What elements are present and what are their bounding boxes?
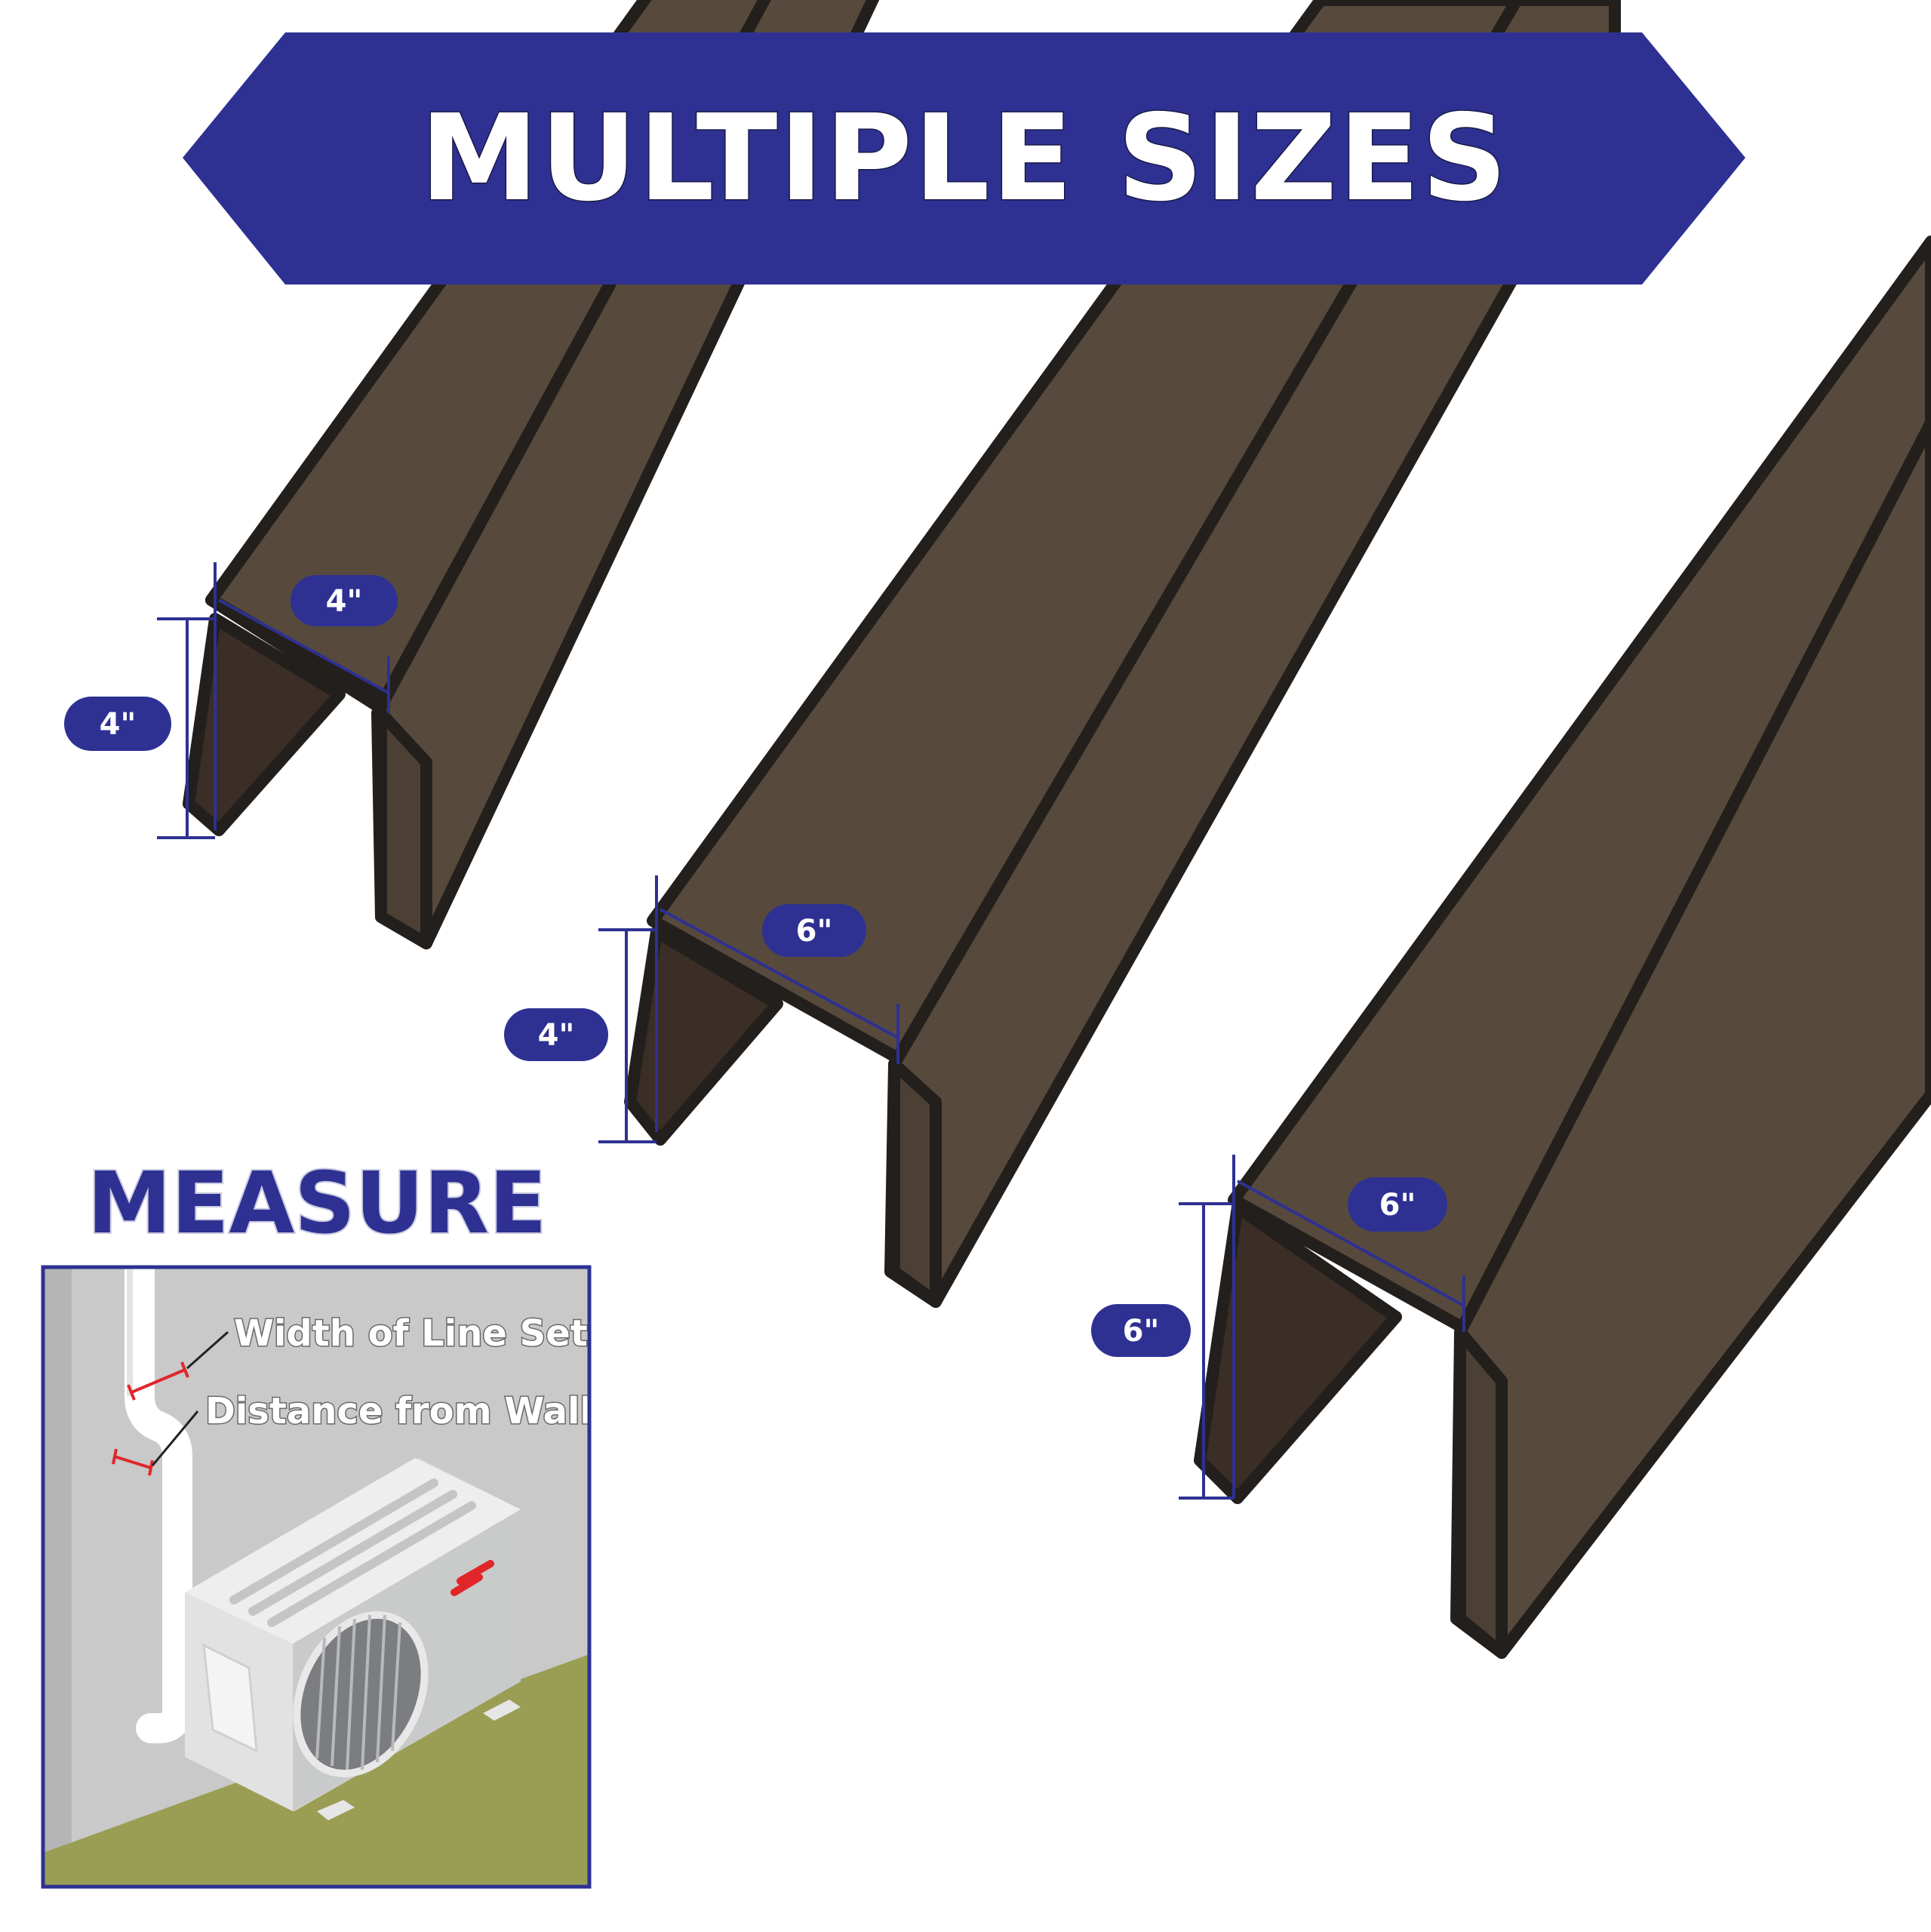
banner-title: MULTIPLE SIZES: [420, 89, 1509, 228]
banner: MULTIPLE SIZES: [183, 32, 1745, 285]
dimension-lines: [157, 562, 1465, 1500]
pill-text: 4": [538, 1018, 575, 1053]
pill-text: 6": [1379, 1188, 1416, 1223]
dimension-label-ch1-width: 4": [291, 575, 398, 626]
channel-6x6: [1194, 235, 1931, 1659]
measure-frame: [41, 1265, 592, 1889]
pill-text: 4": [326, 584, 363, 619]
dimension-label-ch3-height: 6": [1091, 1304, 1191, 1357]
measure-illustration: Width of Line Set Distance from Wall: [41, 1252, 593, 1889]
callout-width-of-line-set: Width of Line Set: [234, 1312, 588, 1355]
pill-text: 6": [796, 914, 833, 949]
ac-unit: [185, 1458, 521, 1820]
dimension-label-ch2-width: 6": [762, 904, 866, 957]
dimension-label-ch2-height: 4": [504, 1008, 608, 1061]
pill-text: 4": [100, 707, 137, 742]
measure-marks: [112, 1361, 189, 1476]
callout-distance-from-wall: Distance from Wall: [205, 1390, 592, 1432]
banner-shape: [183, 32, 1745, 285]
dimension-label-ch3-width: 6": [1348, 1177, 1447, 1232]
measure-title: MEASURE: [88, 1155, 547, 1253]
dimension-label-ch1-height: 4": [64, 697, 171, 751]
pill-text: 6": [1123, 1314, 1160, 1349]
